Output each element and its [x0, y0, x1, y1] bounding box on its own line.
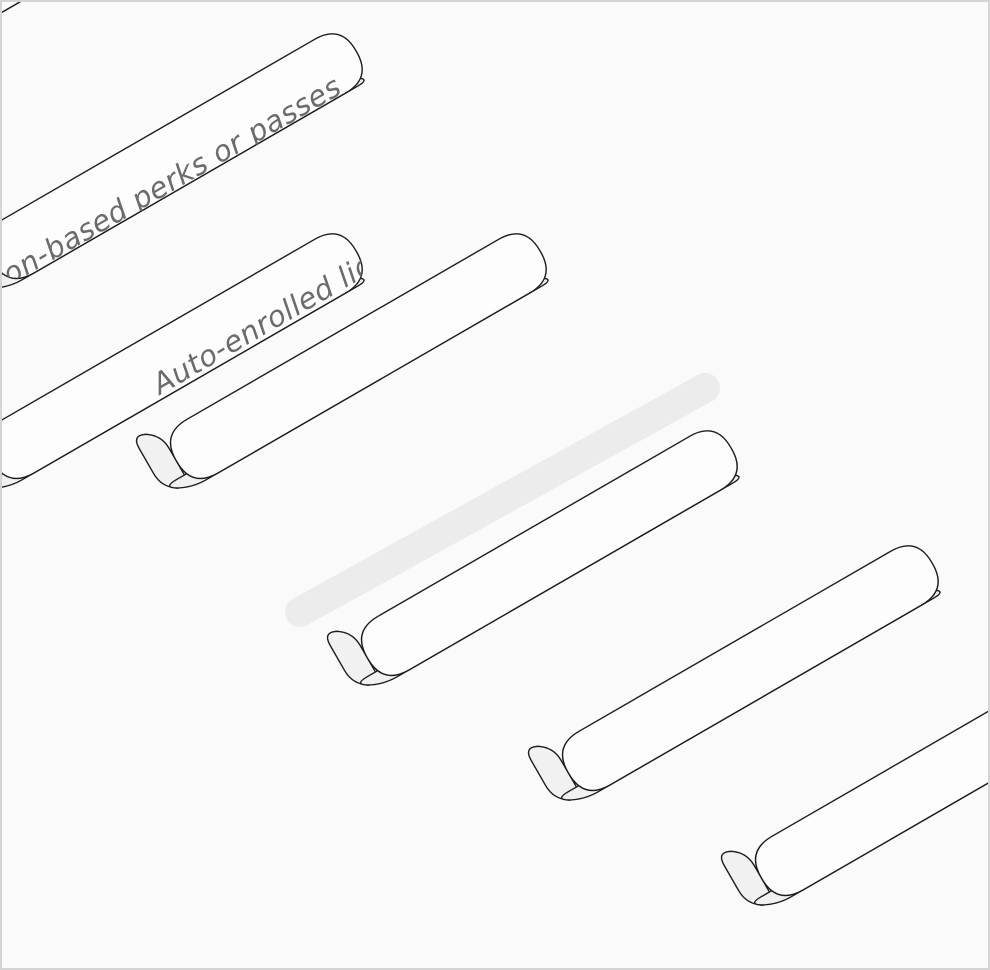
card-top-face [754, 710, 989, 897]
card-top-face [1, 1, 23, 14]
drag-shadow-placeholder [285, 373, 720, 627]
card-end-face [326, 630, 379, 686]
card-top-face [561, 545, 939, 792]
card-end-face [527, 745, 580, 801]
card-end-face [135, 433, 188, 489]
card-top-face [1, 33, 363, 280]
card-end-face [720, 850, 773, 906]
card-top-face [360, 430, 738, 677]
card-top-face [1, 233, 363, 480]
card-top-face [169, 233, 547, 480]
